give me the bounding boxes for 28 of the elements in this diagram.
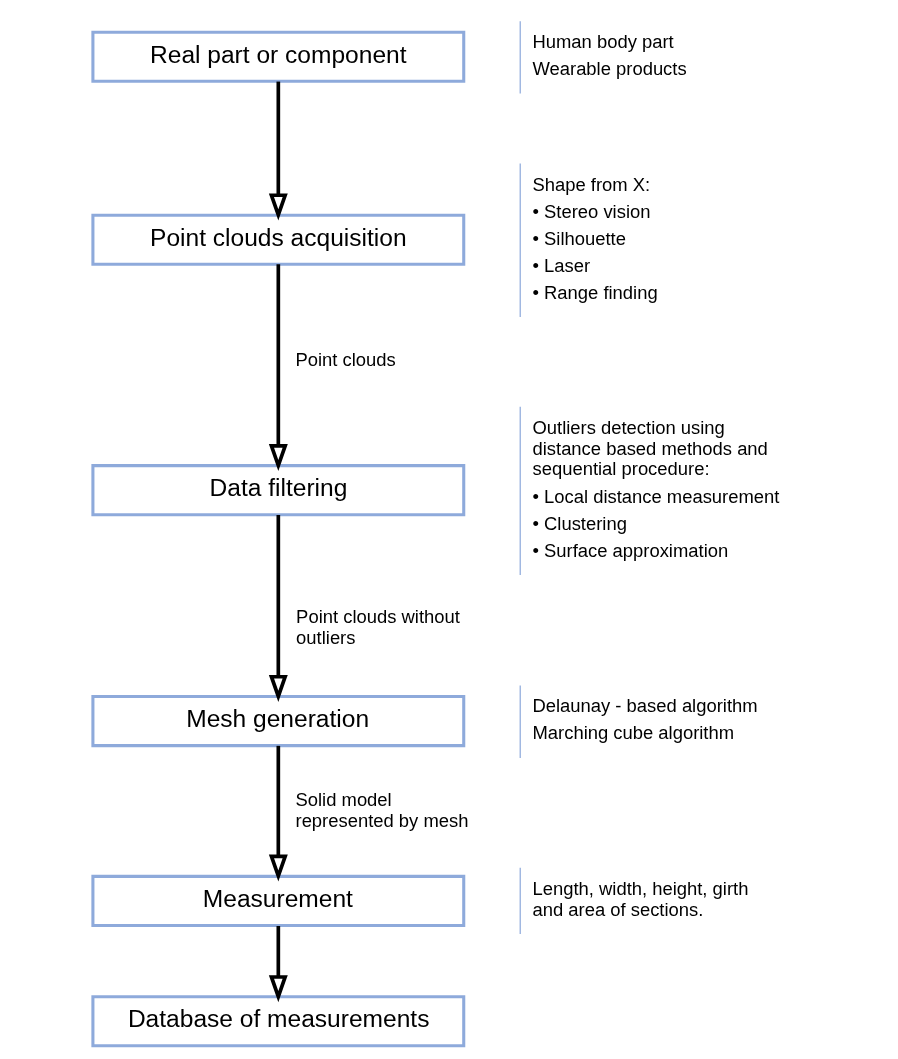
node-label: • Range finding [532, 281, 658, 303]
arrow [268, 926, 288, 1003]
node-box: Mesh generation [91, 694, 466, 748]
node-label: Length, width, height, girth and area of sections. [532, 877, 749, 920]
edge-label: Point clouds without outliers [296, 606, 460, 649]
node-label: • Stereo vision [532, 200, 651, 222]
node-label: • Silhouette [532, 227, 626, 249]
node-box: Measurement [91, 874, 466, 928]
node-box: Real part or component [91, 30, 466, 83]
node-label: Shape from X: [532, 173, 651, 195]
node-label: • Clustering [532, 512, 627, 534]
node-label: • Local distance measurement [532, 485, 780, 507]
node-label: • Laser [532, 254, 591, 276]
arrow [268, 515, 288, 702]
node-label: Marching cube algorithm [532, 722, 735, 744]
node-box: Data filtering [91, 464, 466, 517]
edge-label: Solid model represented by mesh [295, 789, 469, 832]
node-label: Wearable products [532, 58, 687, 80]
node-label: Human body part [532, 31, 674, 53]
arrow [268, 81, 288, 221]
node-label: • Surface approximation [532, 539, 729, 561]
node-label: Delaunay - based algorithm [532, 695, 758, 717]
arrow [268, 264, 288, 472]
node-box: Database of measurements [91, 995, 466, 1048]
arrow [268, 745, 288, 882]
node-label: Outliers detection using distance based methods and sequential procedure: [532, 416, 768, 480]
node-box: Point clouds acquisition [91, 213, 466, 266]
edge-label: Point clouds [295, 349, 396, 371]
